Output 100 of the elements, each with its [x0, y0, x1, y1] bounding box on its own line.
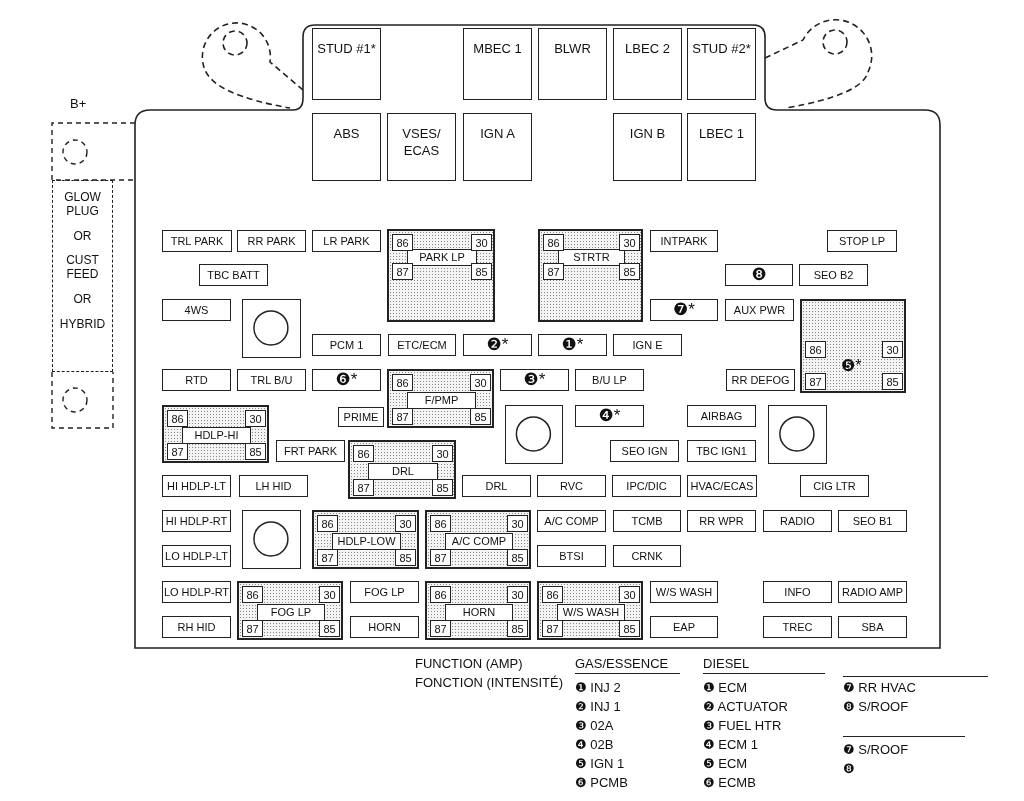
legend-entry: ❻ PCMB — [575, 775, 628, 790]
blank-socket — [242, 299, 301, 358]
terminal-label: 85 — [471, 263, 492, 280]
fuse: ❹* — [575, 405, 644, 427]
fuse: IPC/DIC — [612, 475, 681, 497]
terminal-label: 85 — [882, 373, 903, 390]
terminal-label: B+ — [70, 96, 87, 111]
legend-entry: ❻ ECMB — [703, 775, 756, 790]
legend-entry: ❸ 02A — [575, 718, 614, 733]
panel-text: GLOW PLUG — [63, 191, 102, 219]
fuse: STUD #1* — [312, 28, 381, 100]
panel-text: OR — [72, 293, 93, 307]
fuse: TRL B/U — [237, 369, 306, 391]
fuse: LO HDLP-LT — [162, 545, 231, 567]
relay — [425, 581, 531, 640]
legend-entry: ❷ INJ 1 — [575, 699, 621, 714]
fuse: RR PARK — [237, 230, 306, 252]
legend-entry: ❶ ECM — [703, 680, 748, 695]
relay-label: STRTR — [558, 249, 625, 266]
relay — [162, 405, 269, 463]
column-heading: GAS/ESSENCE — [575, 656, 669, 671]
relay — [348, 440, 456, 499]
terminal-label: 85 — [245, 443, 266, 460]
terminal-label: 86 — [543, 234, 564, 251]
relay — [425, 510, 531, 569]
legend-entry: ❺ IGN 1 — [575, 756, 625, 771]
terminal-label: 87 — [805, 373, 826, 390]
relay-label: HDLP-LOW — [332, 532, 401, 550]
terminal-label: 30 — [619, 586, 640, 603]
fuse-number: ❺* — [841, 355, 862, 375]
relay — [312, 510, 419, 569]
terminal-label: 30 — [882, 341, 903, 358]
fuse: IGN E — [613, 334, 682, 356]
terminal-label: 87 — [430, 620, 451, 637]
fuse: ETC/ECM — [388, 334, 456, 356]
fuse-block-outline — [135, 25, 940, 648]
fuse: VSES/ ECAS — [387, 113, 456, 181]
fuse: FRT PARK — [276, 440, 345, 462]
legend-title: FUNCTION (AMP) — [415, 656, 523, 671]
fuse: SEO IGN — [610, 440, 679, 462]
fuse: LBEC 1 — [687, 113, 756, 181]
blank-socket — [505, 405, 563, 464]
relay — [537, 581, 643, 640]
relay — [800, 299, 906, 393]
relay-label: DRL — [368, 462, 438, 480]
fuse: CRNK — [613, 545, 681, 567]
relay — [387, 229, 495, 322]
fuse: TCMB — [613, 510, 681, 532]
fuse: PRIME — [338, 407, 384, 427]
legend-entry: ❹ ECM 1 — [703, 737, 758, 752]
relay-label: FOG LP — [257, 603, 325, 621]
fuse: RADIO — [763, 510, 832, 532]
terminal-label: 30 — [507, 586, 528, 603]
fuse: EAP — [650, 616, 718, 638]
column-heading: DIESEL — [703, 656, 750, 671]
relay — [538, 229, 643, 322]
terminal-label: 86 — [167, 410, 188, 427]
fuse: HVAC/ECAS — [687, 475, 757, 497]
terminal-label: 86 — [242, 586, 263, 603]
fuse: TREC — [763, 616, 832, 638]
blank-socket — [242, 510, 301, 569]
fuse: FOG LP — [350, 581, 419, 603]
fuse: STOP LP — [827, 230, 897, 252]
fuse: ❷* — [463, 334, 532, 356]
fuse: B/U LP — [575, 369, 644, 391]
terminal-label: 85 — [619, 263, 640, 280]
fuse: DRL — [462, 475, 531, 497]
terminal-label: 86 — [542, 586, 563, 603]
fuse: RTD — [162, 369, 231, 391]
fuse: INFO — [763, 581, 832, 603]
fuse: SEO B2 — [799, 264, 868, 286]
relay-label: HORN — [445, 603, 513, 621]
terminal-label: 85 — [319, 620, 340, 637]
fuse: LBEC 2 — [613, 28, 682, 100]
fuse: IGN B — [613, 113, 682, 181]
terminal-label: 87 — [167, 443, 188, 460]
fuse: A/C COMP — [537, 510, 606, 532]
fuse: PCM 1 — [312, 334, 381, 356]
blank-socket — [768, 405, 827, 464]
fuse: BLWR — [538, 28, 607, 100]
terminal-label: 85 — [619, 620, 640, 637]
terminal-label: 85 — [432, 479, 453, 496]
relay-label: PARK LP — [407, 249, 477, 266]
panel-text: HYBRID — [58, 317, 107, 332]
fuse: RR WPR — [687, 510, 756, 532]
fuse: ABS — [312, 113, 381, 181]
fuse: LO HDLP-RT — [162, 581, 231, 603]
terminal-label: 30 — [507, 515, 528, 532]
fuse: AUX PWR — [725, 299, 794, 321]
terminal-label: 87 — [543, 263, 564, 280]
fuse: MBEC 1 — [463, 28, 532, 100]
fuse: BTSI — [537, 545, 606, 567]
fuse: HI HDLP-RT — [162, 510, 231, 532]
terminal-label: 30 — [470, 374, 491, 391]
fuse: W/S WASH — [650, 581, 718, 603]
fuse: TRL PARK — [162, 230, 232, 252]
fuse: SBA — [838, 616, 907, 638]
fuse: 4WS — [162, 299, 231, 321]
legend-entry: ❶ INJ 2 — [575, 680, 621, 695]
fuse: RR DEFOG — [726, 369, 795, 391]
